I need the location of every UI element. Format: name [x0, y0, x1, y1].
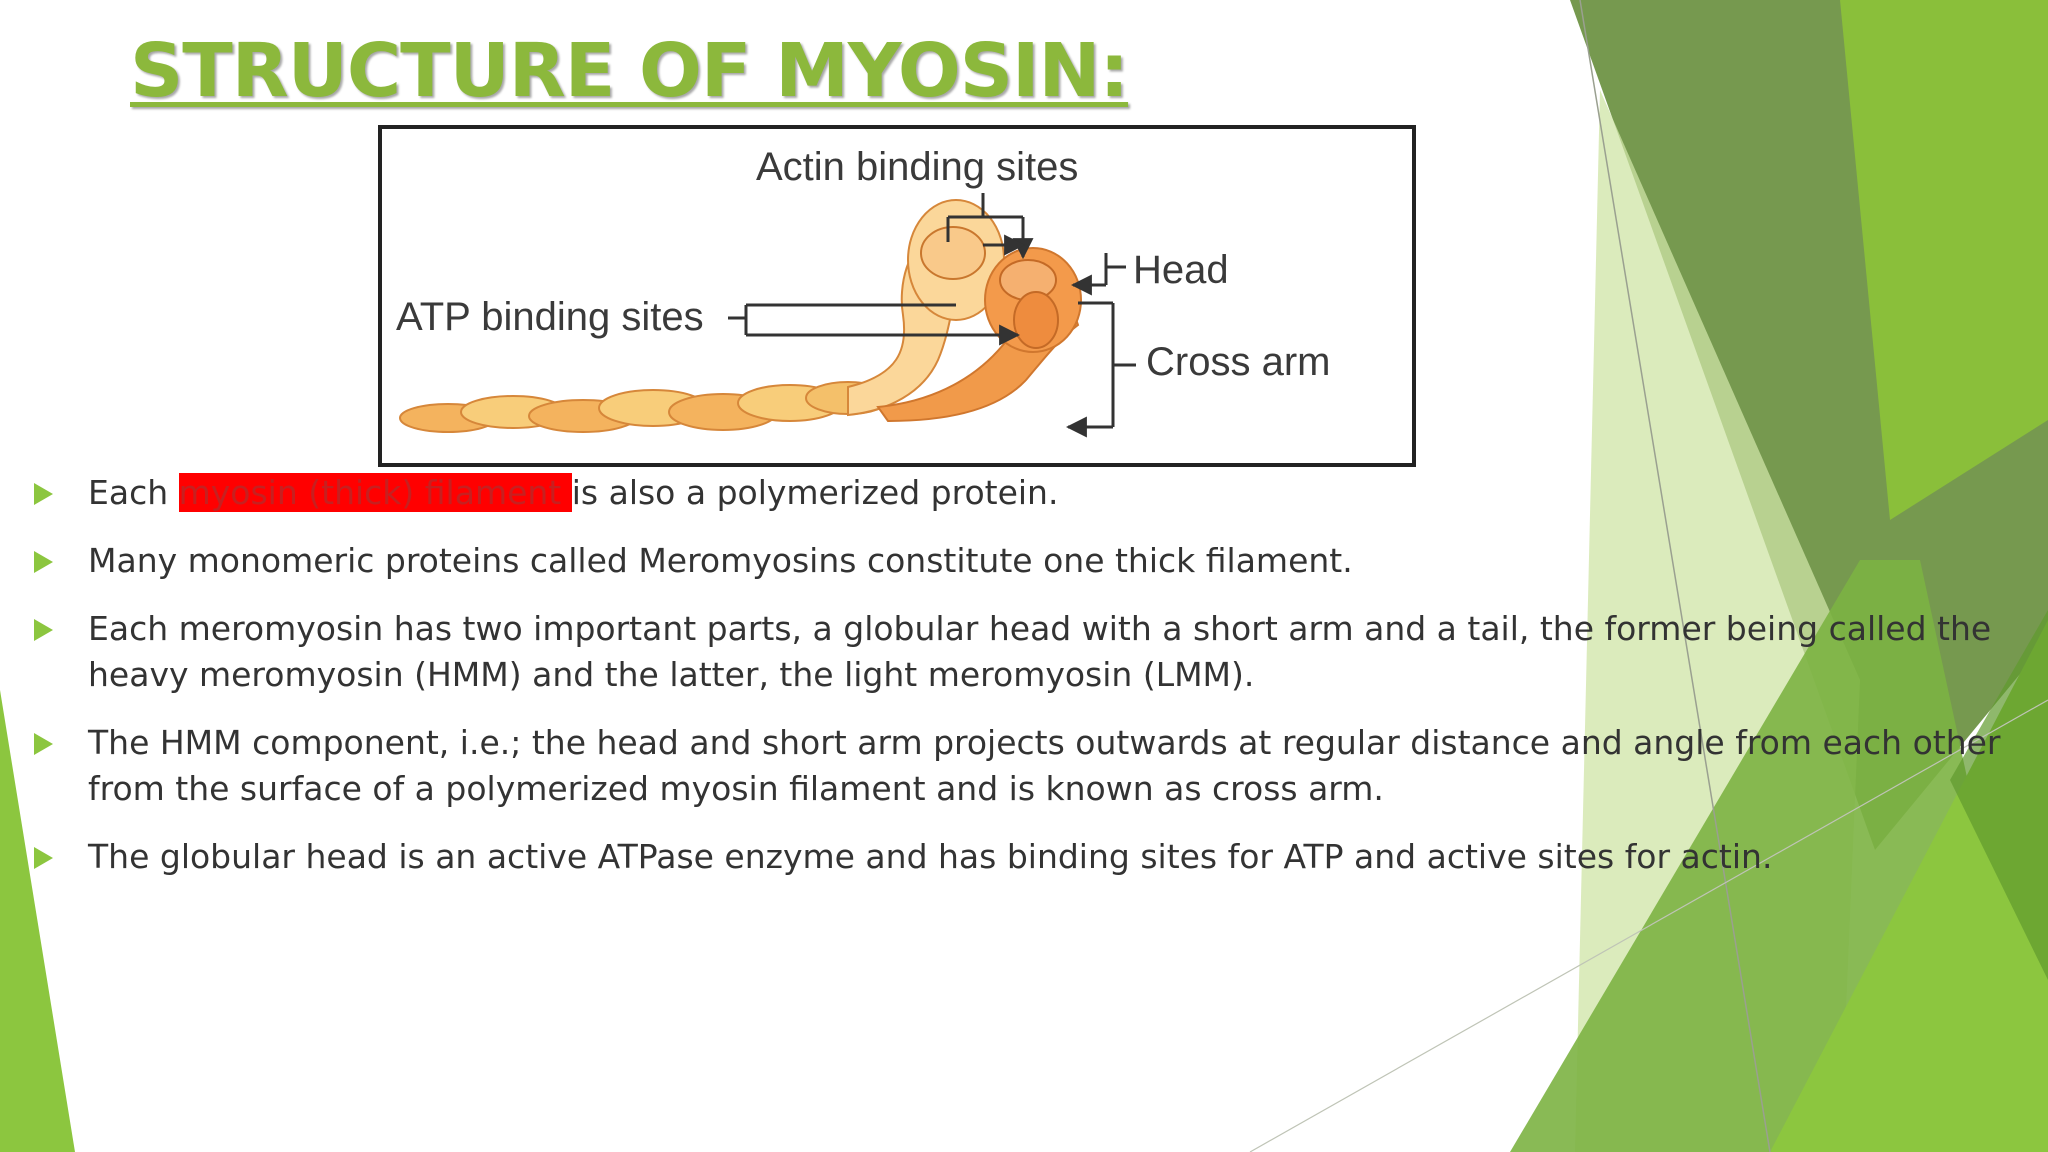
bullet-list: Each myosin (thick) filament is also a p…	[30, 470, 2020, 902]
bullet-item: The HMM component, i.e.; the head and sh…	[30, 720, 2020, 812]
triangle-bullet-icon	[34, 619, 53, 641]
bullet-text: The globular head is an active ATPase en…	[88, 837, 1773, 876]
leader-lines	[728, 193, 1136, 427]
bullet-text-before: Each	[88, 473, 179, 512]
triangle-bullet-icon	[34, 733, 53, 755]
bullet-item: The globular head is an active ATPase en…	[30, 834, 2020, 880]
myosin-diagram: Actin binding sites ATP binding sites He…	[378, 125, 1416, 467]
atp-site-dark	[1013, 291, 1059, 349]
bullet-item: Many monomeric proteins called Meromyosi…	[30, 538, 2020, 584]
bullet-text: Each meromyosin has two important parts,…	[88, 609, 1992, 694]
label-cross-arm: Cross arm	[1146, 340, 1330, 384]
label-atp-binding-sites: ATP binding sites	[396, 295, 704, 339]
bullet-item: Each meromyosin has two important parts,…	[30, 606, 2020, 698]
triangle-bullet-icon	[34, 551, 53, 573]
label-head: Head	[1133, 248, 1229, 292]
bullet-text-after: is also a polymerized protein.	[571, 473, 1059, 512]
bullet-text: The HMM component, i.e.; the head and sh…	[88, 723, 2001, 808]
triangle-bullet-icon	[34, 483, 53, 505]
triangle-bullet-icon	[34, 847, 53, 869]
actin-site-left	[920, 226, 986, 280]
deco-shape-left	[0, 690, 75, 1152]
label-actin-binding-sites: Actin binding sites	[756, 145, 1078, 189]
highlighted-term: myosin (thick) filament	[178, 473, 572, 512]
deco-shape-right-sliver	[1950, 610, 2048, 980]
deco-line-1	[1579, 0, 1771, 1152]
slide-title: STRUCTURE OF MYOSIN:	[130, 28, 1129, 114]
myosin-tail	[399, 381, 891, 433]
bullet-item: Each myosin (thick) filament is also a p…	[30, 470, 2020, 516]
deco-shape-right-green	[1840, 0, 2048, 520]
bullet-text: Many monomeric proteins called Meromyosi…	[88, 541, 1353, 580]
deco-line-2	[1249, 699, 2048, 1152]
